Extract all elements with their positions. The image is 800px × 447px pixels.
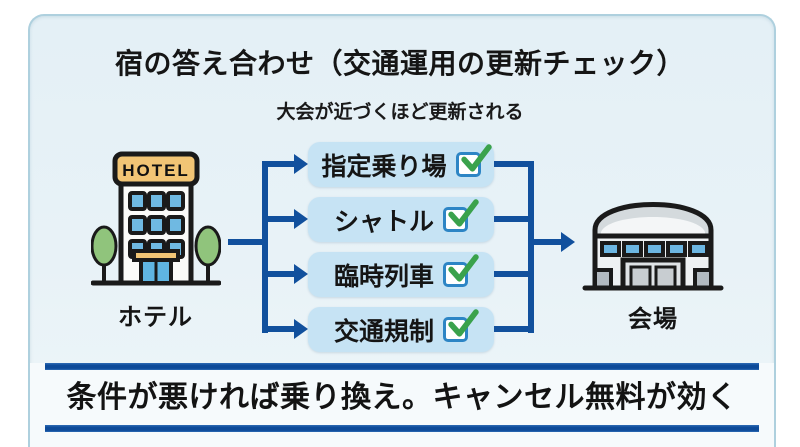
venue-node: 会場 xyxy=(578,184,728,334)
checkmark-icon xyxy=(443,199,479,232)
connector-branch xyxy=(268,326,295,332)
connector-trunk-right xyxy=(528,161,534,333)
checkmark-icon xyxy=(443,254,479,287)
hotel-label: ホテル xyxy=(118,304,193,331)
connector-merge xyxy=(494,161,534,167)
option-label: 臨時列車 xyxy=(333,262,434,291)
option-label: 指定乗り場 xyxy=(321,152,447,181)
divider xyxy=(45,363,759,370)
connector-branch xyxy=(268,271,295,277)
connector-branch xyxy=(268,216,295,222)
divider xyxy=(45,425,759,432)
arrow-right-icon xyxy=(561,232,575,252)
connector-branch xyxy=(268,161,295,167)
hotel-icon: HOTEL xyxy=(90,151,221,286)
option-pickup-point: 指定乗り場 xyxy=(308,142,494,187)
checkmark-icon xyxy=(455,144,492,177)
subtitle: 大会が近づくほど更新される xyxy=(276,102,524,123)
tree-icon xyxy=(90,225,221,283)
option-label: シャトル xyxy=(333,207,434,236)
connector-trunk-left xyxy=(262,161,268,333)
arrow-right-icon xyxy=(294,154,308,174)
arrow-right-icon xyxy=(294,209,308,229)
bottom-note: 条件が悪ければ乗り換え。キャンセル無料が効く xyxy=(66,381,738,414)
hotel-sign-text: HOTEL xyxy=(122,161,190,180)
venue-label: 会場 xyxy=(628,306,678,333)
arrow-right-icon xyxy=(294,319,308,339)
venue-icon xyxy=(582,202,724,291)
connector-merge xyxy=(494,326,534,332)
bottom-note-band: 条件が悪ければ乗り換え。キャンセル無料が効く xyxy=(30,363,774,447)
connector-venue-in xyxy=(534,239,562,245)
hotel-node: HOTEL ホテル xyxy=(83,150,228,332)
option-traffic-control: 交通規制 xyxy=(308,307,494,352)
connector-merge xyxy=(494,216,534,222)
option-shuttle: シャトル xyxy=(308,197,494,242)
page-title: 宿の答え合わせ（交通運用の更新チェック） xyxy=(114,48,685,79)
option-label: 交通規制 xyxy=(333,317,434,346)
checkmark-icon xyxy=(443,309,479,342)
arrow-right-icon xyxy=(294,264,308,284)
connector-hotel-out xyxy=(228,239,268,245)
connector-merge xyxy=(494,271,534,277)
option-extra-train: 臨時列車 xyxy=(308,252,494,297)
